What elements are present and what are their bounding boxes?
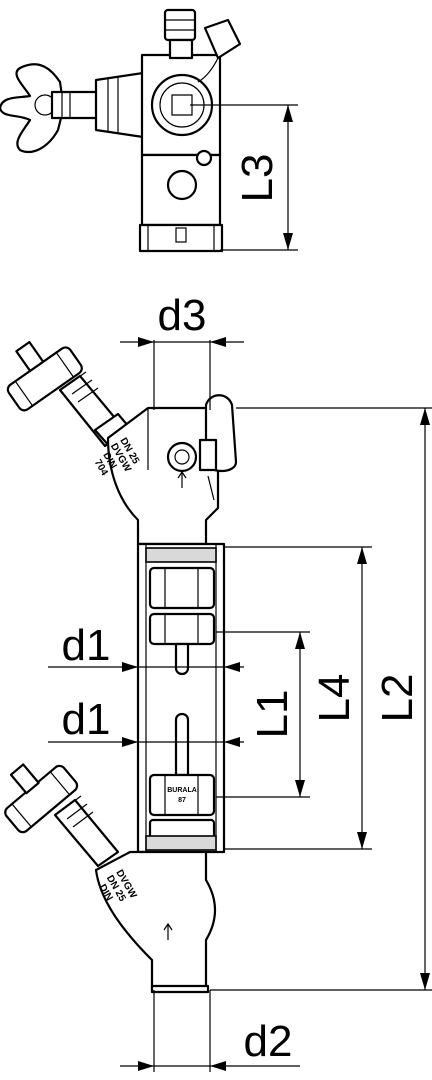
union-label-small: 87 xyxy=(178,797,186,804)
label-d2: d2 xyxy=(244,1017,293,1066)
label-d3: d3 xyxy=(158,291,207,340)
lower-stem xyxy=(53,798,120,868)
bottom-pipe-end xyxy=(150,984,210,994)
dimension-d1-lower: d1 xyxy=(48,695,244,747)
label-l1: L1 xyxy=(248,690,297,739)
union-label: BURALA xyxy=(167,787,197,794)
label-l2: L2 xyxy=(373,674,422,723)
dimension-d1-upper: d1 xyxy=(48,621,244,672)
side-view xyxy=(0,8,242,253)
dimension-d2: d2 xyxy=(120,990,300,1072)
lower-valve-body xyxy=(94,850,216,992)
test-nipple-front xyxy=(166,441,198,473)
dimension-l1: L1 xyxy=(216,631,310,798)
label-l4: L4 xyxy=(310,674,359,723)
dimension-l3: L3 xyxy=(190,104,298,251)
dimension-l4: L4 xyxy=(224,546,372,850)
front-view: DN 25 DVGW DIN 704 BURALA 87 xyxy=(4,340,238,994)
valve-stem-side xyxy=(50,90,99,120)
label-d1-upper: d1 xyxy=(62,621,111,670)
dimension-l2: L2 xyxy=(210,407,432,991)
lower-handwheel xyxy=(4,763,79,834)
label-d1-lower: d1 xyxy=(62,695,111,744)
upper-engraving: DN 25 DVGW DIN 704 xyxy=(92,436,141,478)
label-l3: L3 xyxy=(233,154,282,203)
dimension-d3: d3 xyxy=(120,291,244,410)
upper-handwheel xyxy=(6,340,83,412)
upper-valve-body xyxy=(106,406,220,546)
